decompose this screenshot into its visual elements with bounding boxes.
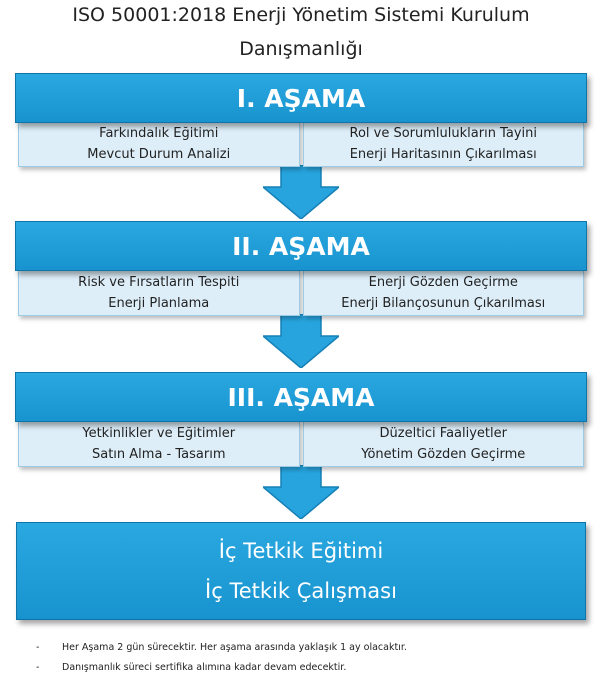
title-line-1: ISO 50001:2018 Enerji Yönetim Sistemi Ku…	[72, 4, 530, 26]
note-marker: -	[36, 662, 40, 673]
stage-1-right-cell: Rol ve Sorumlulukların Tayini Enerji Har…	[302, 121, 584, 167]
stage-1-left-item-2: Mevcut Durum Analizi	[87, 147, 231, 162]
stage-1-right-item-2: Enerji Haritasının Çıkarılması	[349, 147, 537, 162]
stage-3-right-item-2: Yönetim Gözden Geçirme	[361, 447, 526, 462]
stage-2-left-item-1: Risk ve Fırsatların Tespiti	[78, 275, 240, 290]
stage-3-row: Yetkinlikler ve Eğitimler Satın Alma - T…	[18, 421, 584, 467]
stage-3-header: III. AŞAMA	[15, 372, 587, 422]
final-stage-box: İç Tetkik Eğitimi İç Tetkik Çalışması	[16, 522, 586, 620]
note-item: - Danışmanlık süreci sertifika alımına k…	[36, 658, 407, 678]
notes-list: - Her Aşama 2 gün sürecektir. Her aşama …	[36, 638, 407, 678]
stage-3-right-item-1: Düzeltici Faaliyetler	[379, 426, 507, 441]
stage-3-left-item-2: Satın Alma - Tasarım	[91, 447, 226, 462]
stage-1-header: I. AŞAMA	[15, 73, 587, 123]
stage-2-right-cell: Enerji Gözden Geçirme Enerji Bilançosunu…	[302, 270, 584, 316]
final-item-2: İç Tetkik Çalışması	[205, 579, 397, 603]
stage-2-right-item-2: Enerji Bilançosunun Çıkarılması	[341, 296, 546, 311]
stage-2-left-cell: Risk ve Fırsatların Tespiti Enerji Planl…	[18, 270, 300, 316]
note-item: - Her Aşama 2 gün sürecektir. Her aşama …	[36, 638, 407, 658]
down-arrow-2-icon	[263, 314, 339, 368]
stage-1-row: Farkındalık Eğitimi Mevcut Durum Analizi…	[18, 121, 584, 167]
stage-1-right-item-1: Rol ve Sorumlulukların Tayini	[349, 126, 537, 141]
note-text-1: Her Aşama 2 gün sürecektir. Her aşama ar…	[62, 642, 407, 653]
stage-2-header: II. AŞAMA	[15, 221, 587, 271]
stage-3-right-cell: Düzeltici Faaliyetler Yönetim Gözden Geç…	[302, 421, 584, 467]
down-arrow-3-icon	[263, 465, 339, 519]
stage-1-left-item-1: Farkındalık Eğitimi	[99, 126, 219, 141]
stage-3-left-cell: Yetkinlikler ve Eğitimler Satın Alma - T…	[18, 421, 300, 467]
stage-2-right-item-1: Enerji Gözden Geçirme	[368, 275, 518, 290]
title-line-2: Danışmanlığı	[239, 38, 363, 60]
note-marker: -	[36, 642, 40, 653]
stage-1-left-cell: Farkındalık Eğitimi Mevcut Durum Analizi	[18, 121, 300, 167]
final-item-1: İç Tetkik Eğitimi	[218, 539, 384, 563]
stage-2-left-item-2: Enerji Planlama	[108, 296, 210, 311]
stage-3-left-item-1: Yetkinlikler ve Eğitimler	[82, 426, 236, 441]
down-arrow-1-icon	[263, 165, 339, 219]
stage-2-row: Risk ve Fırsatların Tespiti Enerji Planl…	[18, 270, 584, 316]
note-text-2: Danışmanlık süreci sertifika alımına kad…	[62, 662, 347, 673]
